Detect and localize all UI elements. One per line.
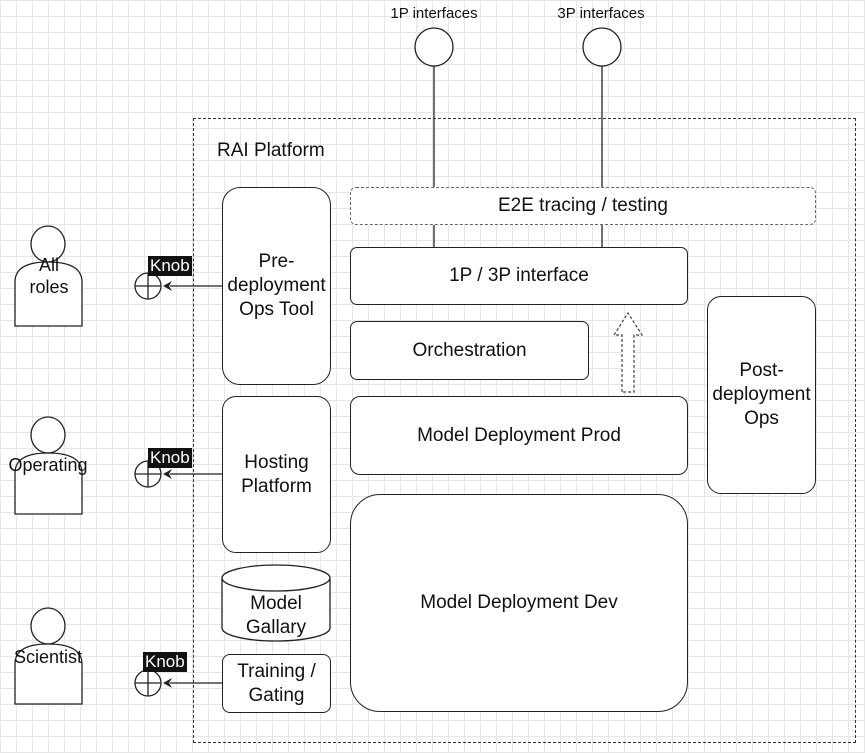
orchestration-box: Orchestration [350,321,589,380]
actor-all-roles-figure [14,225,83,327]
actor-scientist-label: Scientist [13,647,83,667]
e2e-tracing-box: E2E tracing / testing [350,187,816,225]
postdeploy-ops-box: Post- deployment Ops [707,296,816,494]
knob-label-3: Knob [143,652,187,672]
model-gallery-label: Model Gallary [245,593,307,638]
knob-label-1: Knob [148,256,192,276]
interface-box: 1P / 3P interface [350,247,688,305]
deploy-prod-box: Model Deployment Prod [350,396,688,475]
platform-title: RAI Platform [217,140,325,161]
actor-all-roles-label: All roles [29,255,69,297]
hosting-platform-box: Hosting Platform [222,396,331,553]
actor-operating-figure [14,416,83,515]
interface-1p-label: 1P interfaces [390,5,478,22]
knob-crosshair-3 [134,669,222,697]
predeploy-ops-box: Pre- deployment Ops Tool [222,187,331,385]
knob-label-2: Knob [148,448,192,468]
rai-platform-container [193,118,856,743]
interface-3p-label: 3P interfaces [557,5,645,22]
actor-operating-label: Operating [8,455,88,475]
actor-scientist-figure [14,607,83,705]
knob-crosshair-1 [134,272,222,300]
training-gating-box: Training / Gating [222,654,331,713]
deploy-dev-box: Model Deployment Dev [350,494,688,712]
